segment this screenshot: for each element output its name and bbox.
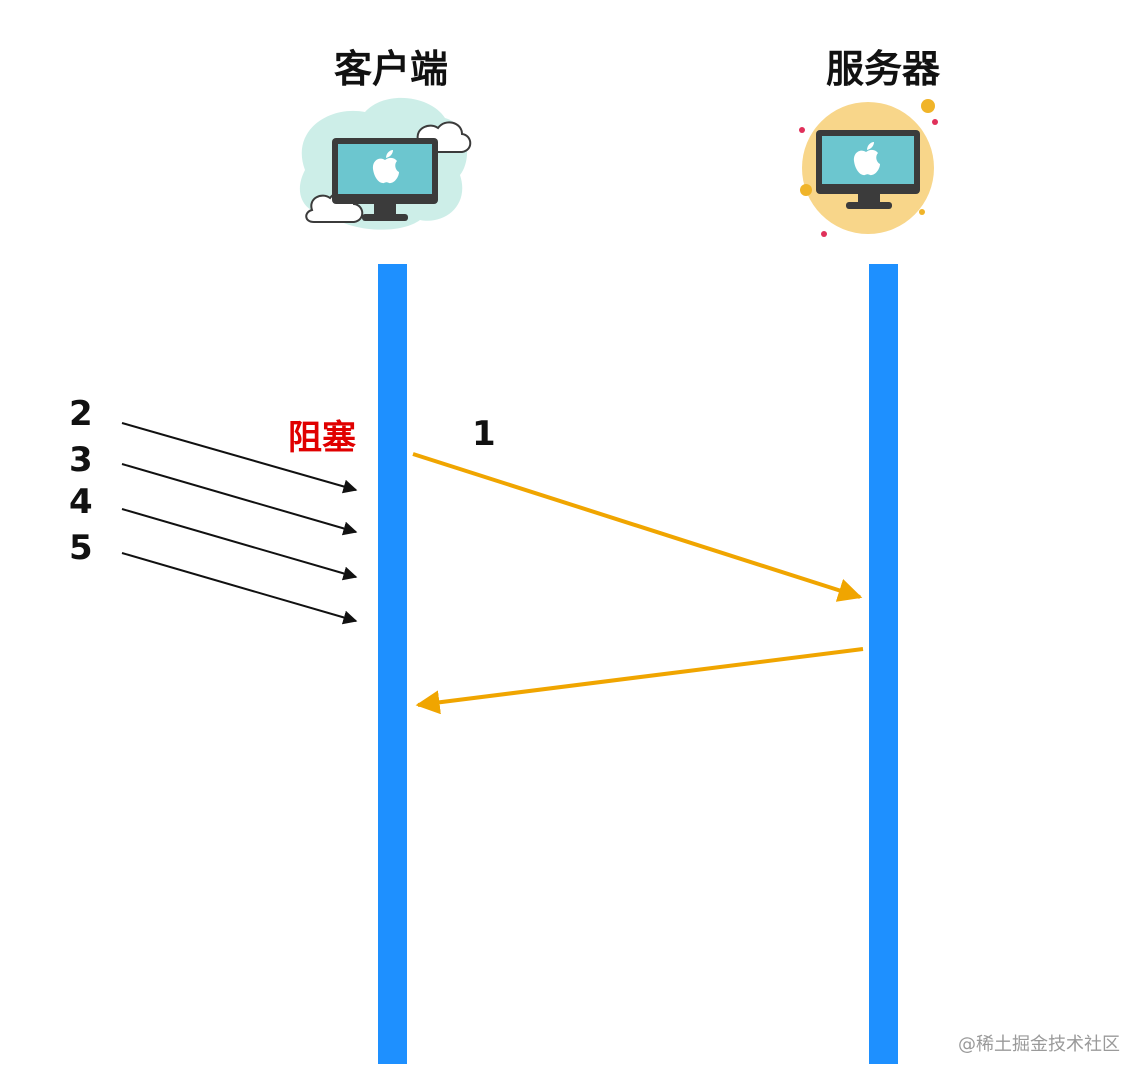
queued-number-label: 2	[69, 394, 93, 434]
queued-number-label: 3	[69, 440, 93, 480]
queued-arrow-2	[121, 422, 358, 494]
request-number-label: 1	[472, 414, 496, 454]
queued-arrow-3	[121, 463, 358, 536]
client-monitor-icon	[299, 97, 472, 230]
watermark: @稀土掘金技术社区	[958, 1034, 1120, 1055]
queued-number-label: 4	[69, 482, 93, 522]
server-monitor-icon	[799, 99, 938, 237]
server-lifeline	[869, 264, 898, 1064]
response-arrow	[415, 647, 864, 715]
request-arrow	[412, 452, 863, 602]
client-title: 客户端	[334, 47, 449, 91]
queued-arrow-4	[121, 508, 358, 581]
queued-arrow-5	[121, 552, 358, 625]
server-title: 服务器	[826, 47, 941, 91]
blocked-label: 阻塞	[288, 418, 356, 458]
client-lifeline	[378, 264, 407, 1064]
queued-number-label: 5	[69, 528, 93, 568]
